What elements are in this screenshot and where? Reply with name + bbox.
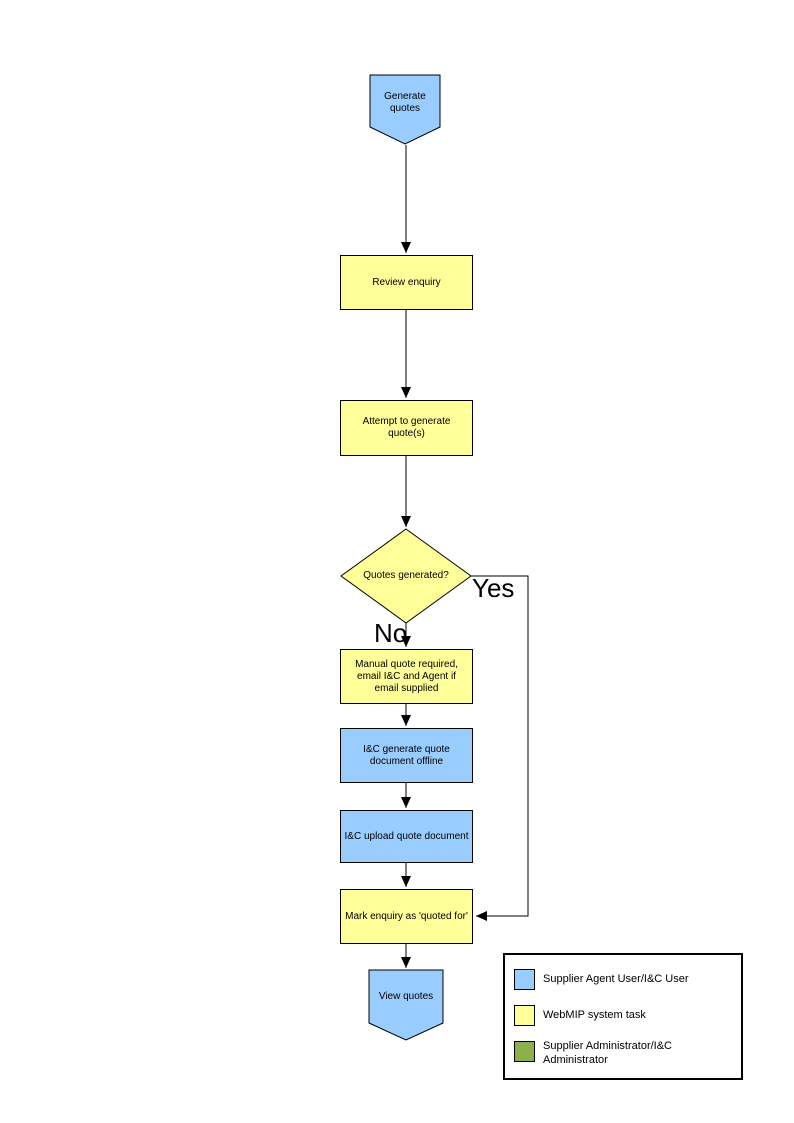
start-terminator-shape	[369, 74, 441, 145]
legend-label-system-task: WebMIP system task	[543, 1009, 646, 1021]
legend-swatch-admin-task	[514, 1041, 535, 1062]
legend-label-user-task: Supplier Agent User/I&C User	[543, 973, 689, 985]
process-node-review-enquiry: Review enquiry	[340, 255, 473, 310]
process-node-attempt-generate: Attempt to generate quote(s)	[340, 400, 473, 456]
legend-swatch-system-task	[514, 1005, 535, 1026]
decision-diamond-shape	[340, 528, 472, 624]
branch-label-yes: Yes	[472, 573, 515, 603]
process-node-ic-upload-quote: I&C upload quote document	[340, 810, 473, 863]
legend: Supplier Agent User/I&C User WebMIP syst…	[503, 953, 743, 1080]
branch-label-no: No	[374, 618, 408, 648]
start-node-label: Generate quotes	[384, 91, 426, 114]
legend-label-admin-task: Supplier Administrator/I&C Administrator	[543, 1040, 672, 1067]
end-terminator-shape	[368, 969, 444, 1041]
connector-decision-yes-to-mark	[471, 575, 529, 921]
legend-swatch-user-task	[514, 969, 535, 990]
end-node-label: View quotes	[378, 991, 434, 1002]
process-node-mark-enquiry: Mark enquiry as 'quoted for'	[340, 889, 473, 944]
decision-node-label: Quotes generated?	[363, 570, 449, 581]
process-node-ic-generate-offline: I&C generate quote document offline	[340, 728, 473, 783]
process-node-manual-quote: Manual quote required, email I&C and Age…	[340, 649, 473, 704]
